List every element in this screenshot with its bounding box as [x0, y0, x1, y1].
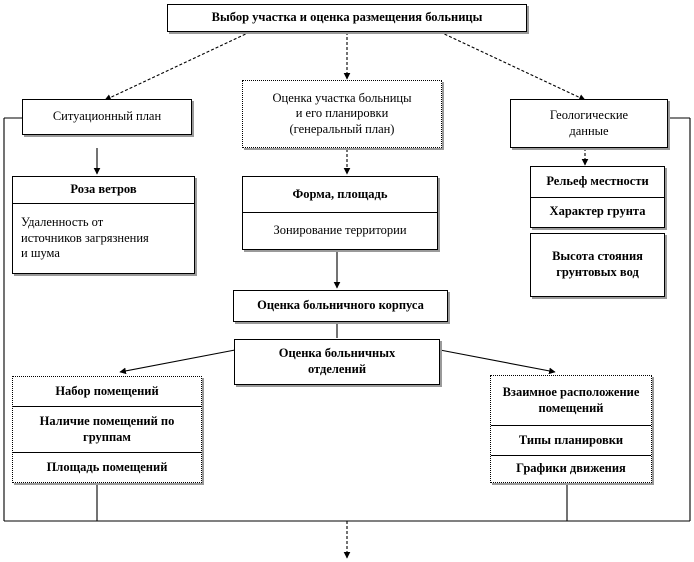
rooms-group: Набор помещений Наличие помещений по гру…	[12, 376, 202, 483]
distance-label: Удаленность от источников загрязнения и …	[13, 203, 194, 273]
soil-label: Характер грунта	[531, 196, 664, 228]
arrow-title-to-situational	[104, 31, 251, 101]
rooms-set-label: Набор помещений	[55, 383, 159, 398]
department-evaluation-box: Оценка больничных отделений	[234, 339, 440, 385]
arrow-departments-to-rooms	[119, 349, 236, 375]
layout-types-label: Типы планировки	[491, 425, 651, 455]
wind-rose-group: Роза ветров Удаленность от источников за…	[12, 176, 195, 274]
situational-plan-box: Ситуационный план	[22, 99, 192, 135]
wind-rose-label: Роза ветров	[70, 182, 137, 197]
rooms-groups-label: Наличие помещений по группам	[13, 406, 201, 452]
groundwater-box: Высота стояния грунтовых вод	[530, 233, 665, 297]
geology-box: Геологические данные	[510, 99, 668, 148]
site-group: Форма, площадь Зонирование территории	[242, 176, 438, 250]
layout-group: Взаимное расположение помещений Типы пла…	[490, 375, 652, 483]
title-box: Выбор участка и оценка размещения больни…	[167, 4, 527, 32]
arrow-departments-to-layout	[439, 349, 556, 375]
shape-area-label: Форма, площадь	[292, 186, 388, 201]
traffic-charts-label: Графики движения	[491, 455, 651, 482]
site-evaluation-box: Оценка участка больницы и его планировки…	[242, 80, 442, 148]
building-evaluation-box: Оценка больничного корпуса	[233, 290, 448, 322]
mutual-arrangement-label: Взаимное расположение помещений	[502, 384, 640, 415]
zoning-label: Зонирование территории	[243, 212, 437, 249]
arrow-title-to-geology	[439, 31, 586, 101]
rooms-area-label: Площадь помещений	[13, 452, 201, 482]
geology-group: Рельеф местности Характер грунта	[530, 166, 665, 228]
relief-label: Рельеф местности	[546, 173, 649, 188]
